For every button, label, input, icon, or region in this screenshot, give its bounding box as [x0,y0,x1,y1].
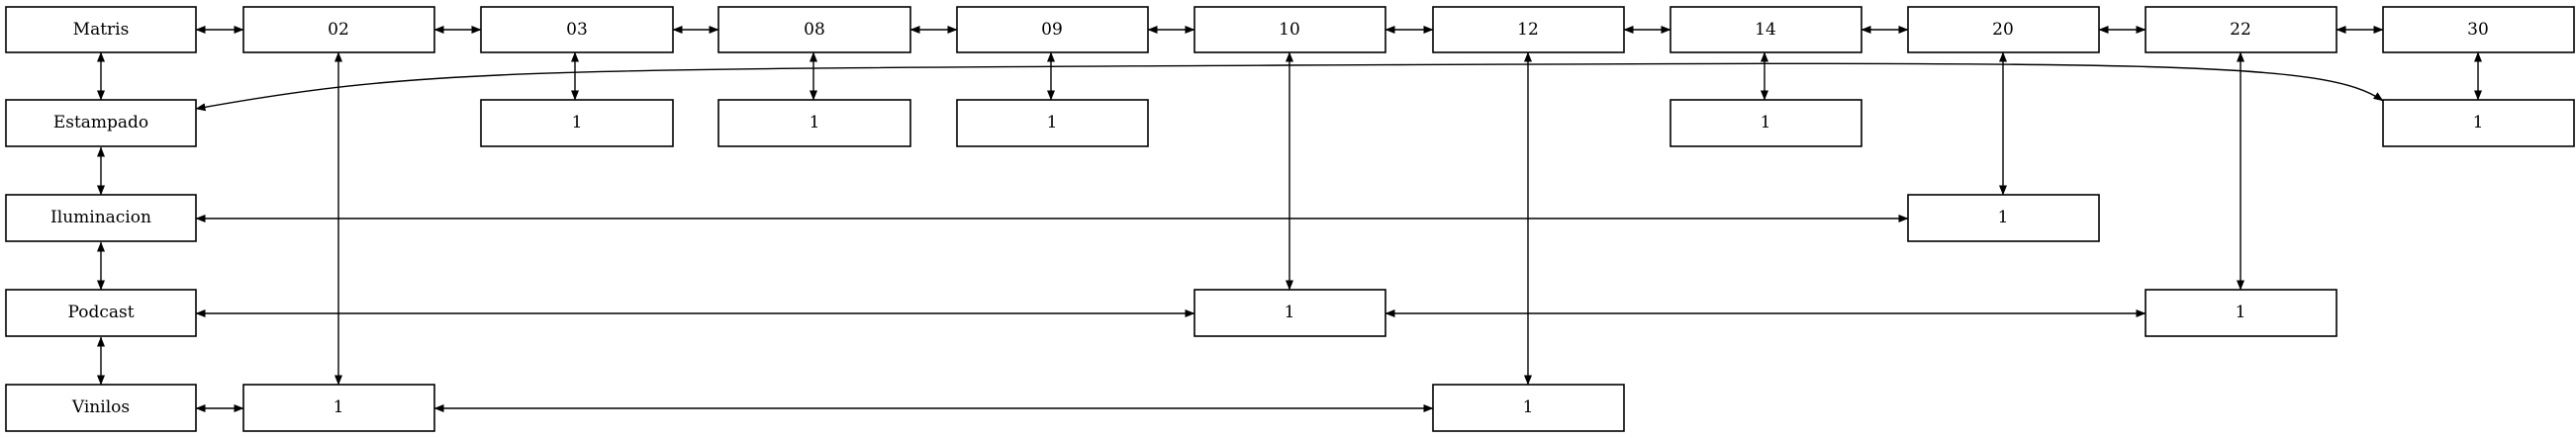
node-label: 10 [1279,20,1300,40]
node-08-1: 1 [717,99,911,147]
node-02-1: 1 [242,384,435,432]
node-label: 08 [804,20,825,40]
node-matris: Matris [5,6,197,53]
node-label: 1 [810,113,820,132]
node-podcast: Podcast [5,289,197,337]
node-label: 22 [2230,20,2251,40]
node-label: 30 [2467,20,2489,40]
node-label: 1 [334,397,344,417]
edges [97,26,2482,412]
node-label: 1 [572,113,583,132]
nodes: Matris 02 03 08 09 10 12 14 20 22 30 Est… [5,6,2575,432]
node-label: Estampado [53,113,148,132]
node-09: 09 [956,6,1149,53]
node-label: Vinilos [71,397,130,417]
node-14-1: 1 [1670,99,1862,147]
node-20-1: 1 [1907,194,2100,242]
node-08: 08 [717,6,911,53]
node-20: 20 [1907,6,2100,53]
node-label: Matris [73,20,130,40]
node-label: 1 [2473,113,2484,132]
node-30: 30 [2382,6,2575,53]
node-vinilos: Vinilos [5,384,197,432]
node-estampado: Estampado [5,99,197,147]
node-label: 1 [1047,113,1058,132]
node-12-1: 1 [1432,384,1625,432]
node-label: 1 [2236,303,2246,322]
node-12: 12 [1432,6,1625,53]
node-22-1: 1 [2145,289,2337,337]
edge-estampado-30-1 [195,62,2384,112]
node-label: 20 [1992,20,2014,40]
node-label: Podcast [67,303,134,322]
node-02: 02 [242,6,435,53]
node-14: 14 [1670,6,1862,53]
node-10-1: 1 [1193,289,1386,337]
node-09-1: 1 [956,99,1149,147]
node-03: 03 [480,6,674,53]
node-label: 03 [566,20,588,40]
node-label: Iluminacion [50,208,151,227]
node-label: 1 [1998,208,2009,227]
node-label: 02 [328,20,349,40]
node-label: 14 [1755,20,1776,40]
node-label: 1 [1761,113,1771,132]
node-30-1: 1 [2382,99,2575,147]
node-label: 12 [1517,20,1539,40]
node-label: 1 [1523,397,1534,417]
node-03-1: 1 [480,99,674,147]
node-label: 1 [1285,303,1295,322]
node-iluminacion: Iluminacion [5,194,197,242]
node-22: 22 [2145,6,2337,53]
node-10: 10 [1193,6,1386,53]
node-label: 09 [1041,20,1063,40]
